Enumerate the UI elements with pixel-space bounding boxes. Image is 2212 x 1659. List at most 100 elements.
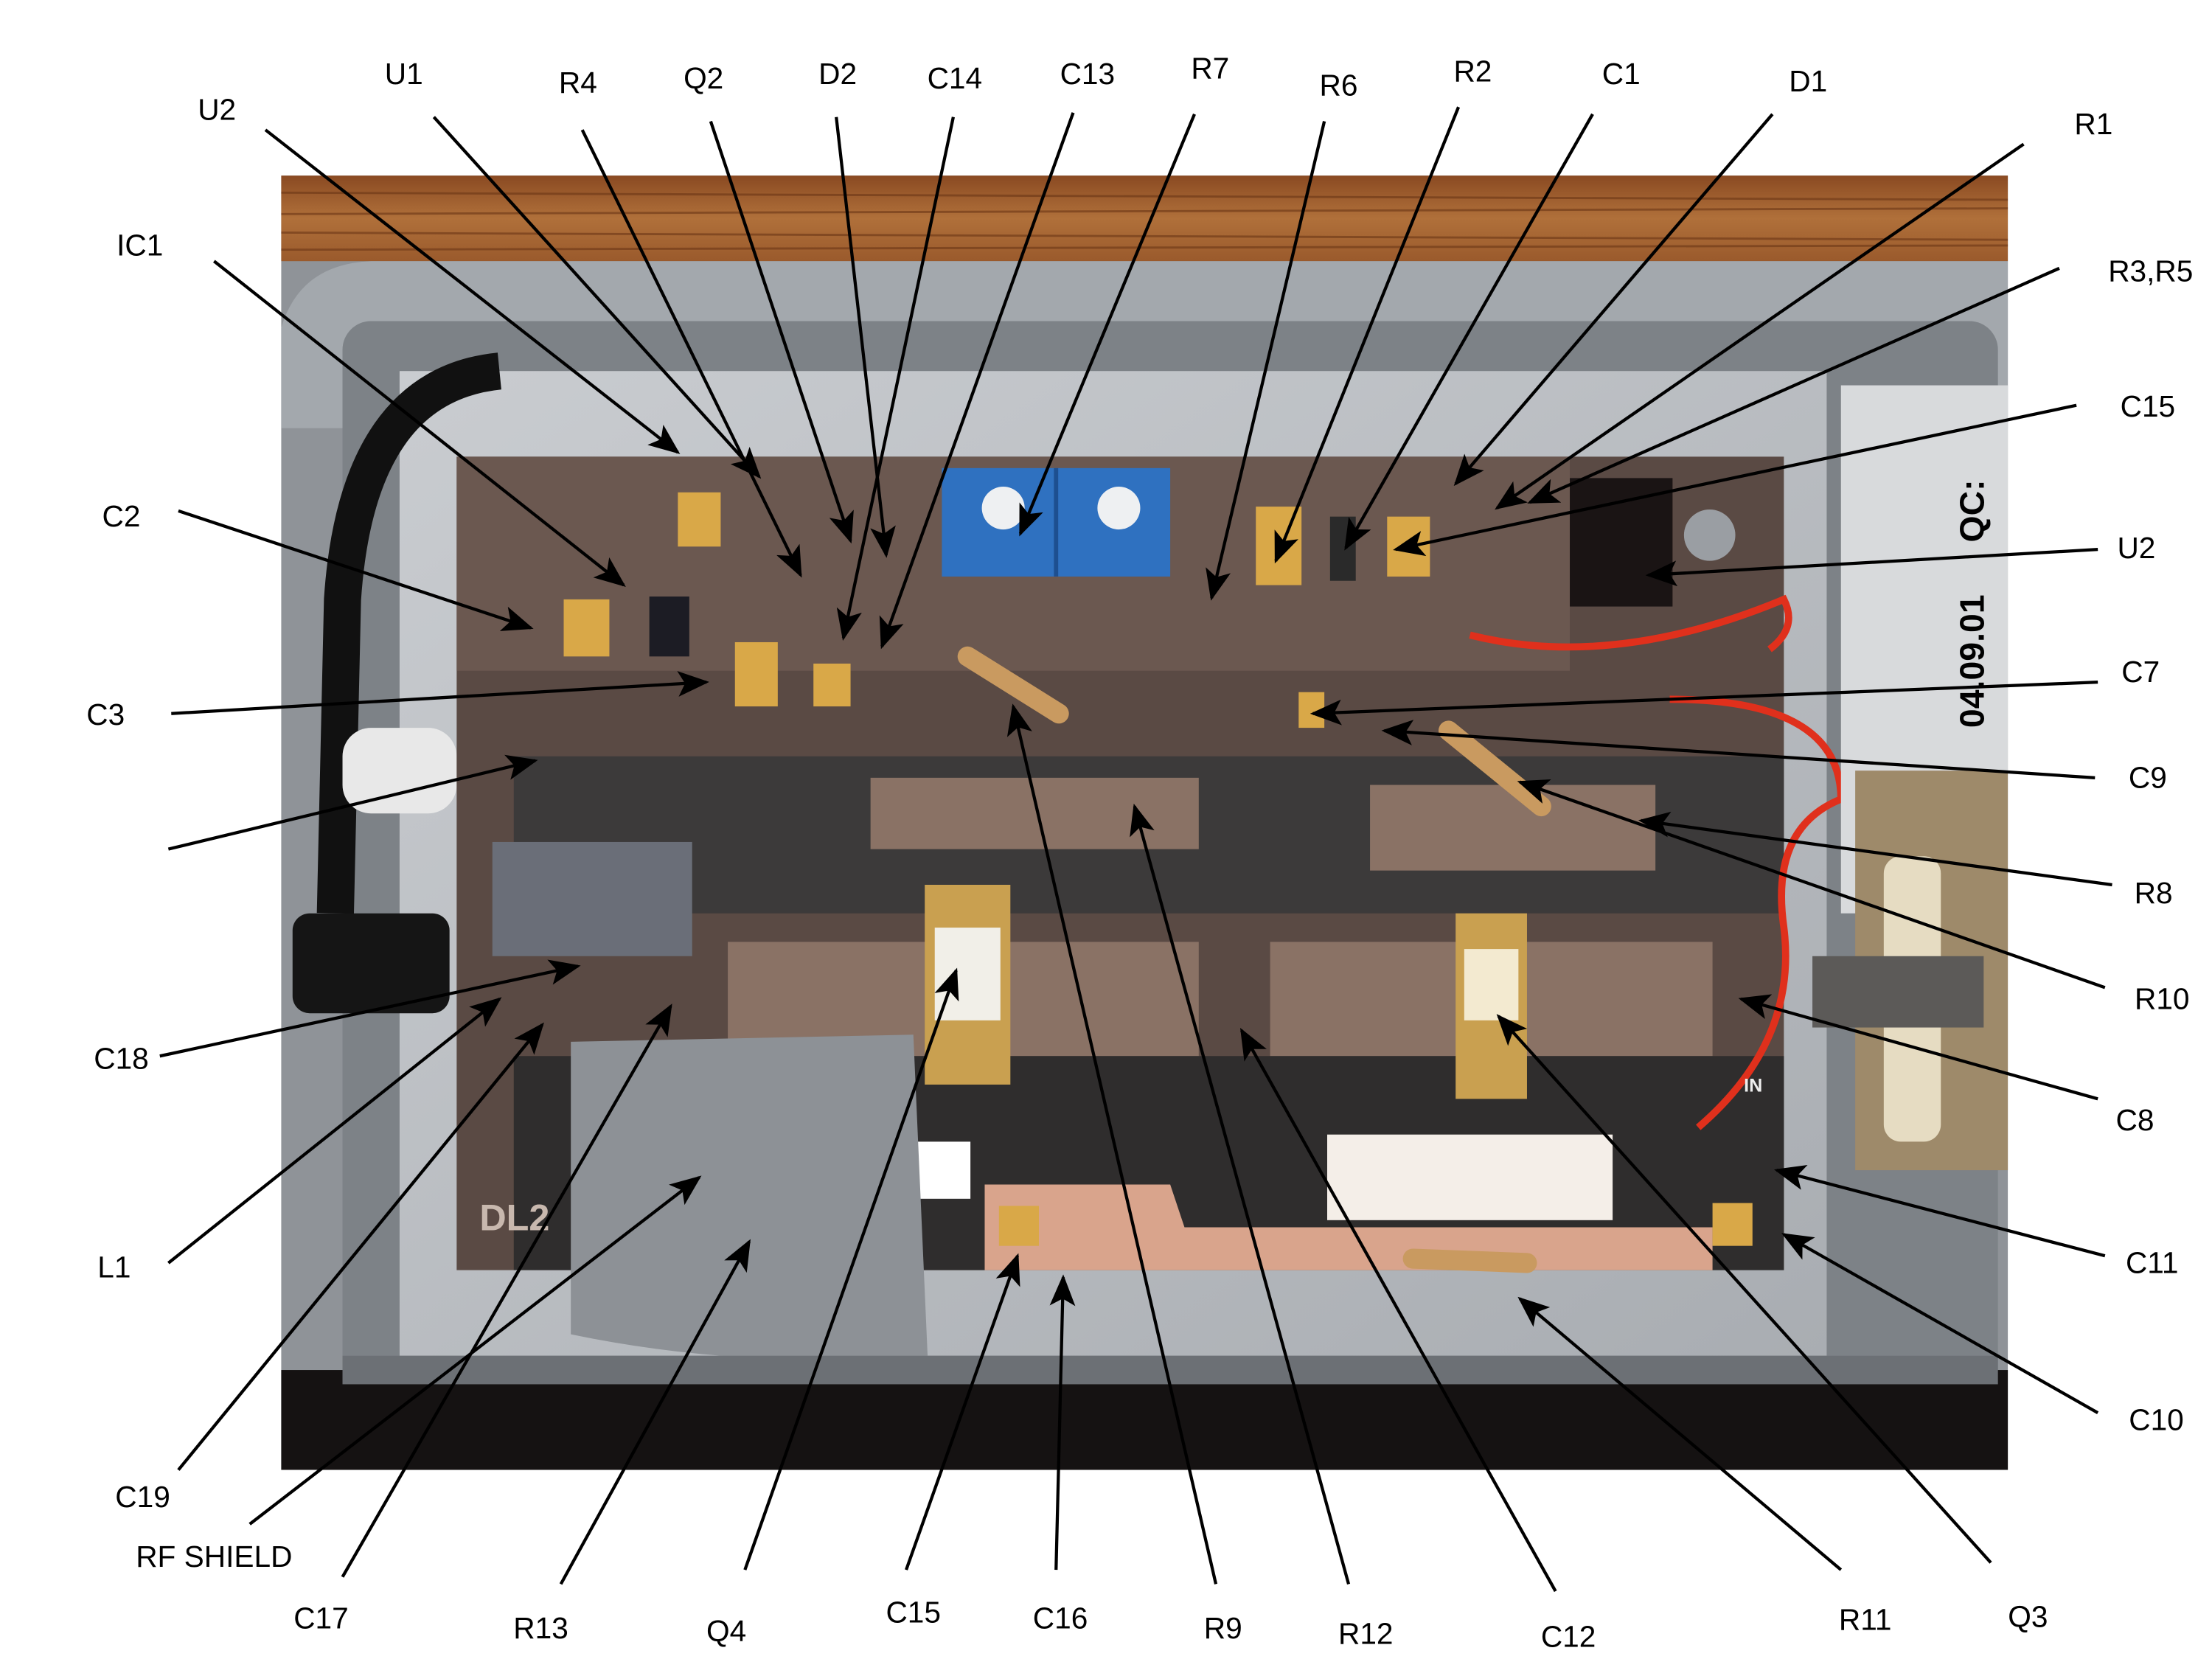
callout-r12: R12 bbox=[1130, 803, 1394, 1651]
callout-c3: C3 bbox=[86, 671, 709, 731]
callout-r6: R6 bbox=[1206, 69, 1358, 601]
callout-r9: R9 bbox=[1006, 703, 1242, 1645]
leader-arrow bbox=[178, 509, 534, 631]
leader-arrow bbox=[580, 129, 802, 578]
callout-label: R12 bbox=[1338, 1617, 1394, 1651]
callout-label: D2 bbox=[818, 57, 857, 91]
callout-label: R8 bbox=[2135, 876, 2173, 910]
input-marking: IN bbox=[1744, 1076, 1762, 1096]
callout-c12: C12 bbox=[1239, 1028, 1596, 1654]
callout-label: C9 bbox=[2129, 760, 2167, 794]
leader-arrow bbox=[879, 112, 1075, 650]
callout-label: U2 bbox=[198, 93, 236, 127]
callout-label: R7 bbox=[1191, 51, 1229, 85]
leader-arrow bbox=[167, 997, 502, 1265]
board-marking: DL2 bbox=[479, 1196, 549, 1238]
callout-label: C3 bbox=[86, 698, 125, 731]
callout-label: C8 bbox=[2116, 1103, 2154, 1137]
callout-c8: C8 bbox=[1738, 994, 2154, 1137]
leader-arrow bbox=[1006, 703, 1218, 1585]
callout-label: Q3 bbox=[2008, 1599, 2048, 1633]
leader-arrow bbox=[432, 116, 762, 479]
enclosure-bottom bbox=[281, 1370, 2008, 1470]
callout-r7: R7 bbox=[1018, 51, 1229, 537]
callout-c19: C19 bbox=[115, 1022, 544, 1514]
leader-arrow bbox=[213, 260, 626, 587]
callout-label: R10 bbox=[2135, 981, 2190, 1015]
callout-label: R6 bbox=[1320, 69, 1358, 102]
callout-label: C18 bbox=[94, 1042, 149, 1076]
callout-unlabeled bbox=[167, 754, 538, 851]
callout-label: R2 bbox=[1453, 54, 1492, 88]
callout-c10: C10 bbox=[1781, 1233, 2184, 1436]
leader-arrow bbox=[1049, 1274, 1076, 1571]
leader-arrow bbox=[1310, 681, 2098, 726]
callout-c15: C15 bbox=[1393, 389, 2176, 557]
leader-arrow bbox=[1517, 1296, 1843, 1571]
leader-arrow bbox=[171, 671, 709, 715]
callout-c13: C13 bbox=[879, 57, 1116, 650]
leader-arrow bbox=[835, 116, 896, 558]
leader-arrow bbox=[1381, 720, 2096, 779]
callout-c2: C2 bbox=[102, 499, 534, 631]
callout-c7: C7 bbox=[1310, 655, 2160, 726]
label-qc: QC: bbox=[1952, 479, 1991, 542]
leader-arrow bbox=[1496, 1014, 1992, 1564]
leader-arrow bbox=[1638, 811, 2112, 887]
callout-label: Q2 bbox=[684, 61, 723, 95]
regulator-u2 bbox=[1570, 478, 1673, 607]
callout-label: R13 bbox=[513, 1611, 568, 1645]
leader-arrow bbox=[1773, 1165, 2106, 1258]
leader-arrow bbox=[248, 1175, 702, 1526]
callout-label: U1 bbox=[385, 57, 423, 91]
callout-label: C14 bbox=[928, 61, 983, 95]
leader-arrow bbox=[559, 1239, 751, 1585]
callout-q2: Q2 bbox=[684, 61, 854, 544]
callout-label: RF SHIELD bbox=[136, 1540, 292, 1573]
callout-label: C15 bbox=[886, 1596, 941, 1630]
callout-label: C15 bbox=[2121, 389, 2176, 423]
callout-rf-shield: RF SHIELD bbox=[136, 1175, 702, 1573]
solder-blob bbox=[492, 841, 692, 956]
leader-arrow bbox=[836, 116, 955, 641]
callout-label: R3,R5 bbox=[2108, 254, 2193, 288]
callout-label: C16 bbox=[1033, 1601, 1088, 1635]
callout-label: IC1 bbox=[116, 228, 163, 262]
callout-r1: R1 bbox=[1495, 107, 2112, 510]
ic1-chip bbox=[649, 597, 689, 657]
callout-r3-r5: R3,R5 bbox=[1527, 254, 2193, 504]
pcb-photo: 04.09.01 QC: DL2 IN bbox=[281, 175, 2008, 1470]
leader-arrow bbox=[1130, 803, 1351, 1585]
label-date: 04.09.01 bbox=[1952, 594, 1991, 728]
callout-label: R11 bbox=[1839, 1602, 1892, 1636]
leader-arrow bbox=[167, 754, 538, 851]
callout-label: C13 bbox=[1060, 57, 1116, 91]
callout-u2: U2 bbox=[1645, 531, 2155, 587]
callout-c15: C15 bbox=[886, 1253, 1020, 1630]
callout-r10: R10 bbox=[1517, 779, 2190, 1015]
leader-arrow bbox=[1527, 266, 2060, 504]
callout-r2: R2 bbox=[1274, 54, 1492, 564]
callout-d1: D1 bbox=[1453, 64, 1827, 487]
callout-c14: C14 bbox=[836, 61, 983, 641]
leader-arrow bbox=[264, 128, 681, 454]
callout-c18: C18 bbox=[94, 959, 581, 1076]
callout-l1: L1 bbox=[97, 997, 502, 1284]
callout-u1: U1 bbox=[385, 57, 762, 479]
callout-label: C1 bbox=[1602, 57, 1641, 91]
callout-label: C12 bbox=[1541, 1620, 1596, 1654]
leader-arrow bbox=[1517, 779, 2106, 990]
callout-r8: R8 bbox=[1638, 811, 2173, 910]
leader-arrow bbox=[1206, 121, 1326, 601]
leader-arrow bbox=[1738, 994, 2098, 1101]
leader-arrow bbox=[743, 967, 959, 1571]
leader-arrow bbox=[1274, 106, 1461, 564]
leader-arrow bbox=[177, 1022, 544, 1471]
callout-d2: D2 bbox=[818, 57, 896, 558]
callout-label: R9 bbox=[1204, 1611, 1242, 1645]
callout-label: C11 bbox=[2126, 1245, 2179, 1279]
n-connector-left bbox=[292, 913, 450, 1014]
callout-c11: C11 bbox=[1773, 1165, 2179, 1279]
